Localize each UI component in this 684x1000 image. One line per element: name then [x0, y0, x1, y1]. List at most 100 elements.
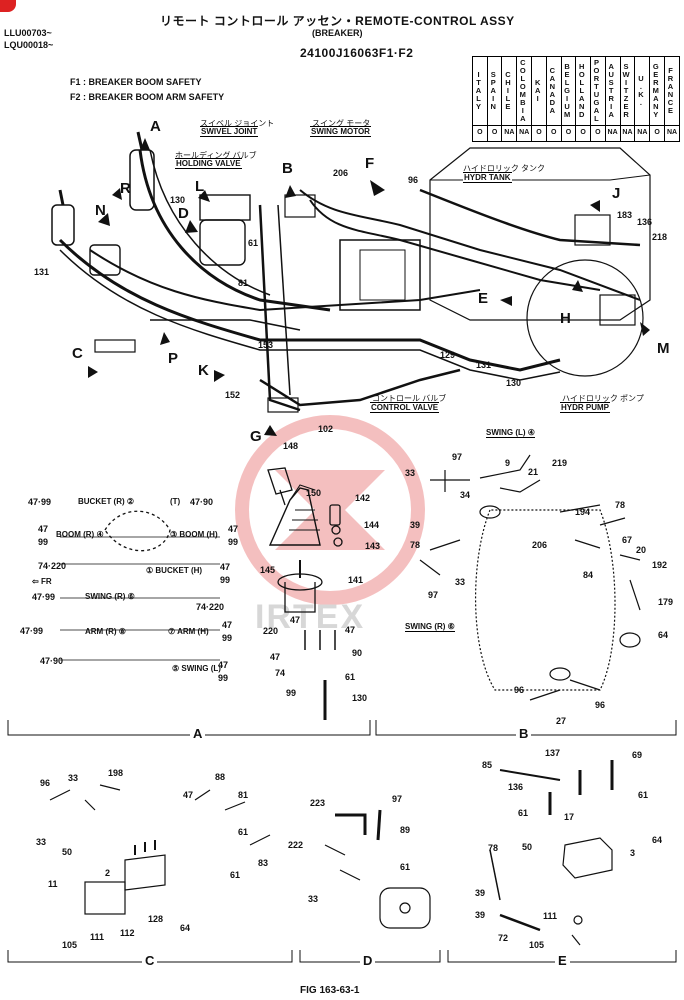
legend-f2: F2 : BREAKER BOOM ARM SAFETY — [70, 92, 225, 102]
part-number-label: 64 — [658, 630, 669, 640]
part-number-label: 150 — [306, 488, 322, 498]
country-availability-value: O — [565, 129, 572, 137]
part-number-label: 47·90 — [190, 497, 214, 507]
part-number-label: 20 — [636, 545, 647, 555]
part-number-label: 89 — [400, 825, 411, 835]
part-number-label: 105 — [62, 940, 78, 950]
country-availability-value: O — [491, 129, 498, 137]
callout-h: H — [560, 310, 571, 327]
part-number-label: 33 — [405, 468, 416, 478]
swing-l-label: SWING (L) ④ — [486, 428, 535, 438]
part-number-label: 153 — [258, 340, 274, 350]
part-number-label: 67 — [622, 535, 633, 545]
hydr-tank-label: HYDR TANK — [463, 172, 512, 183]
country-name: U.K. — [636, 74, 646, 106]
country-availability-value: NA — [519, 129, 530, 137]
part-number-label: 61 — [518, 808, 529, 818]
part-number-label: 102 — [318, 424, 334, 434]
section-label-a: A — [190, 726, 206, 741]
country-name-cell: COLOMBIA — [516, 55, 533, 127]
callout-g: G — [250, 428, 262, 445]
part-number-label: 194 — [575, 507, 591, 517]
page-subtitle: (BREAKER) — [312, 28, 363, 38]
country-availability-value: O — [654, 129, 660, 137]
part-number-label: 99 — [228, 537, 239, 547]
part-number-label: 78 — [488, 843, 499, 853]
country-availability-value: NA — [622, 129, 633, 137]
section-label-b: B — [516, 726, 532, 741]
part-number-label: 33 — [455, 577, 466, 587]
part-number-label: 99 — [220, 575, 231, 585]
swivel-joint-jp: スイベル ジョイント — [200, 119, 275, 128]
lever-arm-r: ARM (R) ⑧ — [85, 627, 126, 636]
lever-bucket-r: BUCKET (R) ② — [78, 497, 135, 506]
callout-j: J — [612, 185, 621, 202]
fr-label: FR — [40, 577, 52, 586]
part-number-label: 47·99 — [28, 497, 52, 507]
callout-r: R — [120, 180, 131, 197]
part-number-label: 105 — [529, 940, 545, 950]
part-number-label: 223 — [310, 798, 326, 808]
part-number-label: 142 — [355, 493, 371, 503]
hydr-pump-jp: ハイドロリック ポンプ — [562, 394, 644, 403]
part-number-label: 83 — [258, 858, 269, 868]
part-number-label: 220 — [263, 626, 279, 636]
part-number-label: 17 — [564, 812, 575, 822]
country-name: FRANCE — [666, 66, 675, 114]
country-name: BELGIUM — [562, 62, 572, 118]
part-number-label: 198 — [108, 768, 124, 778]
part-number-label: 85 — [482, 760, 493, 770]
country-name-cell: FRANCE — [664, 55, 680, 127]
part-number-label: 131 — [34, 267, 50, 277]
callout-e: E — [478, 290, 489, 307]
country-value-cell: NA — [501, 125, 518, 142]
country-availability-value: NA — [504, 129, 515, 137]
part-number-label: 152 — [225, 390, 241, 400]
part-number-label: 136 — [637, 217, 653, 227]
legend-f1: F1 : BREAKER BOOM SAFETY — [70, 77, 202, 87]
country-name-cell: U.K. — [634, 55, 651, 127]
part-number-label: 33 — [308, 894, 319, 904]
part-number-label: 99 — [286, 688, 297, 698]
part-number: 24100J16063F1·F2 — [300, 46, 414, 60]
swing-motor-jp: スイング モータ — [312, 119, 371, 128]
page-title: リモート コントロール アッセン・REMOTE-CONTROL ASSY — [160, 14, 515, 28]
country-name-cell: ITALY — [472, 55, 488, 127]
lever-t: (T) — [170, 497, 181, 506]
country-availability-value: O — [477, 129, 483, 137]
country-name: ITALY — [474, 70, 483, 110]
part-number-label: 74 — [275, 668, 286, 678]
callout-b: B — [282, 160, 293, 177]
country-value-cell: O — [575, 125, 591, 142]
part-number-label: 50 — [62, 847, 73, 857]
part-number-label: 219 — [552, 458, 568, 468]
part-number-label: 47 — [270, 652, 281, 662]
part-number-label: 97 — [428, 590, 439, 600]
part-number-label: 179 — [658, 597, 674, 607]
country-availability-value: NA — [637, 129, 648, 137]
part-number-label: 81 — [238, 790, 249, 800]
lever-swing-r: SWING (R) ⑥ — [85, 592, 135, 601]
part-number-label: 96 — [408, 175, 419, 185]
country-value-cell: NA — [604, 125, 621, 142]
part-number-label: 39 — [475, 888, 486, 898]
part-number-label: 99 — [218, 673, 229, 683]
country-name: COLOMBIA — [518, 58, 528, 122]
holding-valve-label: HOLDING VALVE — [175, 158, 242, 169]
part-number-label: 129 — [440, 350, 456, 360]
part-number-label: 97 — [452, 452, 463, 462]
part-number-label: 47 — [222, 620, 233, 630]
country-name-cell: CHILE — [501, 55, 518, 127]
part-number-label: 61 — [238, 827, 249, 837]
callout-a: A — [150, 118, 161, 135]
part-number-label: 130 — [506, 378, 522, 388]
swing-r-label: SWING (R) ⑥ — [405, 622, 455, 632]
part-number-label: 81 — [238, 278, 249, 288]
country-availability-value: O — [580, 129, 586, 137]
part-number-label: 2 — [105, 868, 111, 878]
callout-m: M — [657, 340, 670, 357]
corner-marker — [0, 0, 16, 12]
country-name-cell: AUSTRIA — [604, 55, 621, 127]
